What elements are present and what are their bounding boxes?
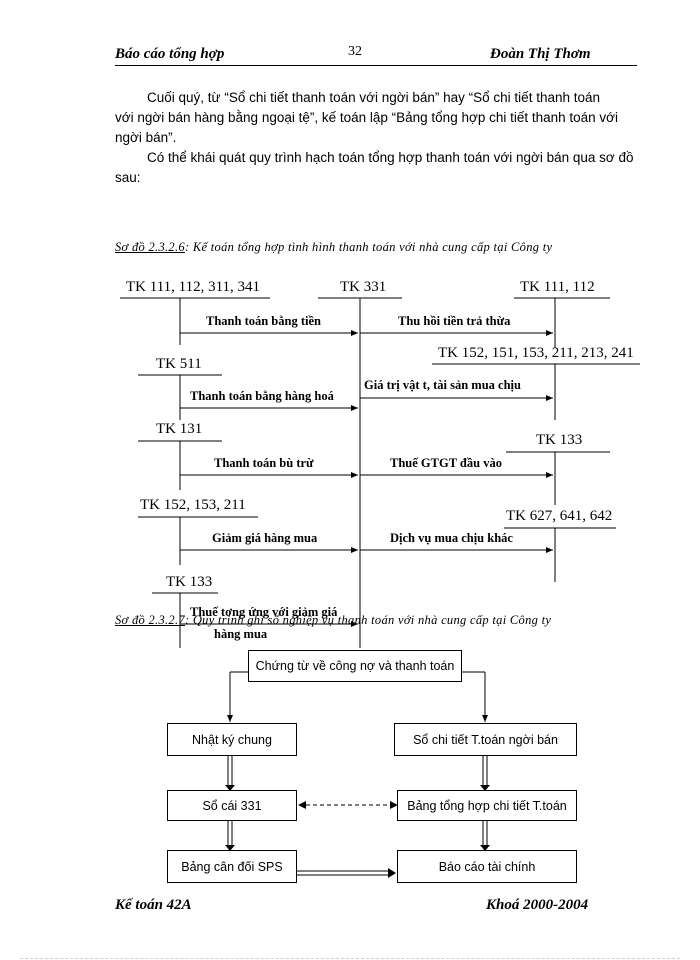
op-goods-payment: Thanh toán bằng hàng hoá xyxy=(190,389,334,403)
box-financial-reports: Báo cáo tài chính xyxy=(397,850,577,883)
paragraph-1-line-1: Cuối quý, từ “Sổ chi tiết thanh toán với… xyxy=(147,90,601,105)
op-cash-payment: Thanh toán bằng tiền xyxy=(206,314,321,328)
op-input-vat: Thuế GTGT đầu vào xyxy=(390,456,502,470)
account-tk111-112-311-341: TK 111, 112, 311, 341 xyxy=(126,279,261,295)
page-number: 32 xyxy=(348,44,362,59)
box-supplier-ledger: Sổ chi tiết T.toán ngời bán xyxy=(394,723,577,756)
paragraph-1-line-2: với ngời bán hàng bằng ngoại tệ”, kế toá… xyxy=(115,110,619,125)
footer-course-years: Khoá 2000-2004 xyxy=(486,897,589,913)
op-vat-reduction-line-1: Thuế tơng ứng với giảm giá xyxy=(190,605,338,619)
diagram-1-caption-label: Sơ đồ 2.3.2.6 xyxy=(115,240,185,254)
page-bottom-border xyxy=(20,958,680,959)
op-purchase-discount: Giảm giá hàng mua xyxy=(212,531,318,545)
op-vat-reduction-line-2: hàng mua xyxy=(214,627,268,641)
account-tk111-112: TK 111, 112 xyxy=(520,279,595,295)
diagram-1-caption: Sơ đồ 2.3.2.6: Kế toán tổng hợp tình hìn… xyxy=(115,240,552,255)
op-credit-services: Dịch vụ mua chịu khác xyxy=(390,531,513,545)
box-general-journal: Nhật ký chung xyxy=(167,723,297,756)
account-tk627-641-642: TK 627, 641, 642 xyxy=(506,508,613,524)
diagram-2-caption-text: : Quy trình ghi sổ nghiệp vụ thanh toán … xyxy=(184,613,552,627)
box-vouchers: Chứng từ về công nợ và thanh toán xyxy=(248,650,462,682)
paragraph-2-line-1: Có thể khái quát quy trình hạch toán tổn… xyxy=(147,150,634,165)
account-tk131: TK 131 xyxy=(156,421,203,437)
account-tk331: TK 331 xyxy=(340,279,387,295)
box-trial-balance: Bảng cân đối SPS xyxy=(167,850,297,883)
diagram-2-caption: Sơ đồ 2.3.2.7: Quy trình ghi sổ nghiệp v… xyxy=(115,613,551,628)
account-tk152-151-153-211-213-241: TK 152, 151, 153, 211, 213, 241 xyxy=(438,345,634,361)
box-detail-summary: Bảng tổng hợp chi tiết T.toán xyxy=(397,790,577,821)
op-refund: Thu hồi tiền trả thừa xyxy=(398,314,511,328)
paragraph-1-line-3: ngời bán”. xyxy=(115,130,177,145)
account-tk133-left: TK 133 xyxy=(166,574,213,590)
op-offset-payment: Thanh toán bù trừ xyxy=(214,456,314,470)
box-ledger-331: Sổ cái 331 xyxy=(167,790,297,821)
footer-class: Kế toán 42A xyxy=(115,897,192,913)
header-right-author: Đoàn Thị Thơm xyxy=(490,46,591,62)
op-assets-credit: Giá trị vật t, tài sản mua chịu xyxy=(364,378,521,392)
diagram-2-caption-label: Sơ đồ 2.3.2.7 xyxy=(115,613,185,627)
account-tk152-153-211: TK 152, 153, 211 xyxy=(140,497,246,513)
paragraph-2-line-2: sau: xyxy=(115,170,141,185)
header-rule xyxy=(115,65,637,66)
header-left-title: Báo cáo tổng hợp xyxy=(115,46,225,62)
account-tk511: TK 511 xyxy=(156,356,202,372)
account-tk133-right: TK 133 xyxy=(536,432,583,448)
diagram-1-caption-text: : Kế toán tổng hợp tình hình thanh toán … xyxy=(184,240,553,254)
